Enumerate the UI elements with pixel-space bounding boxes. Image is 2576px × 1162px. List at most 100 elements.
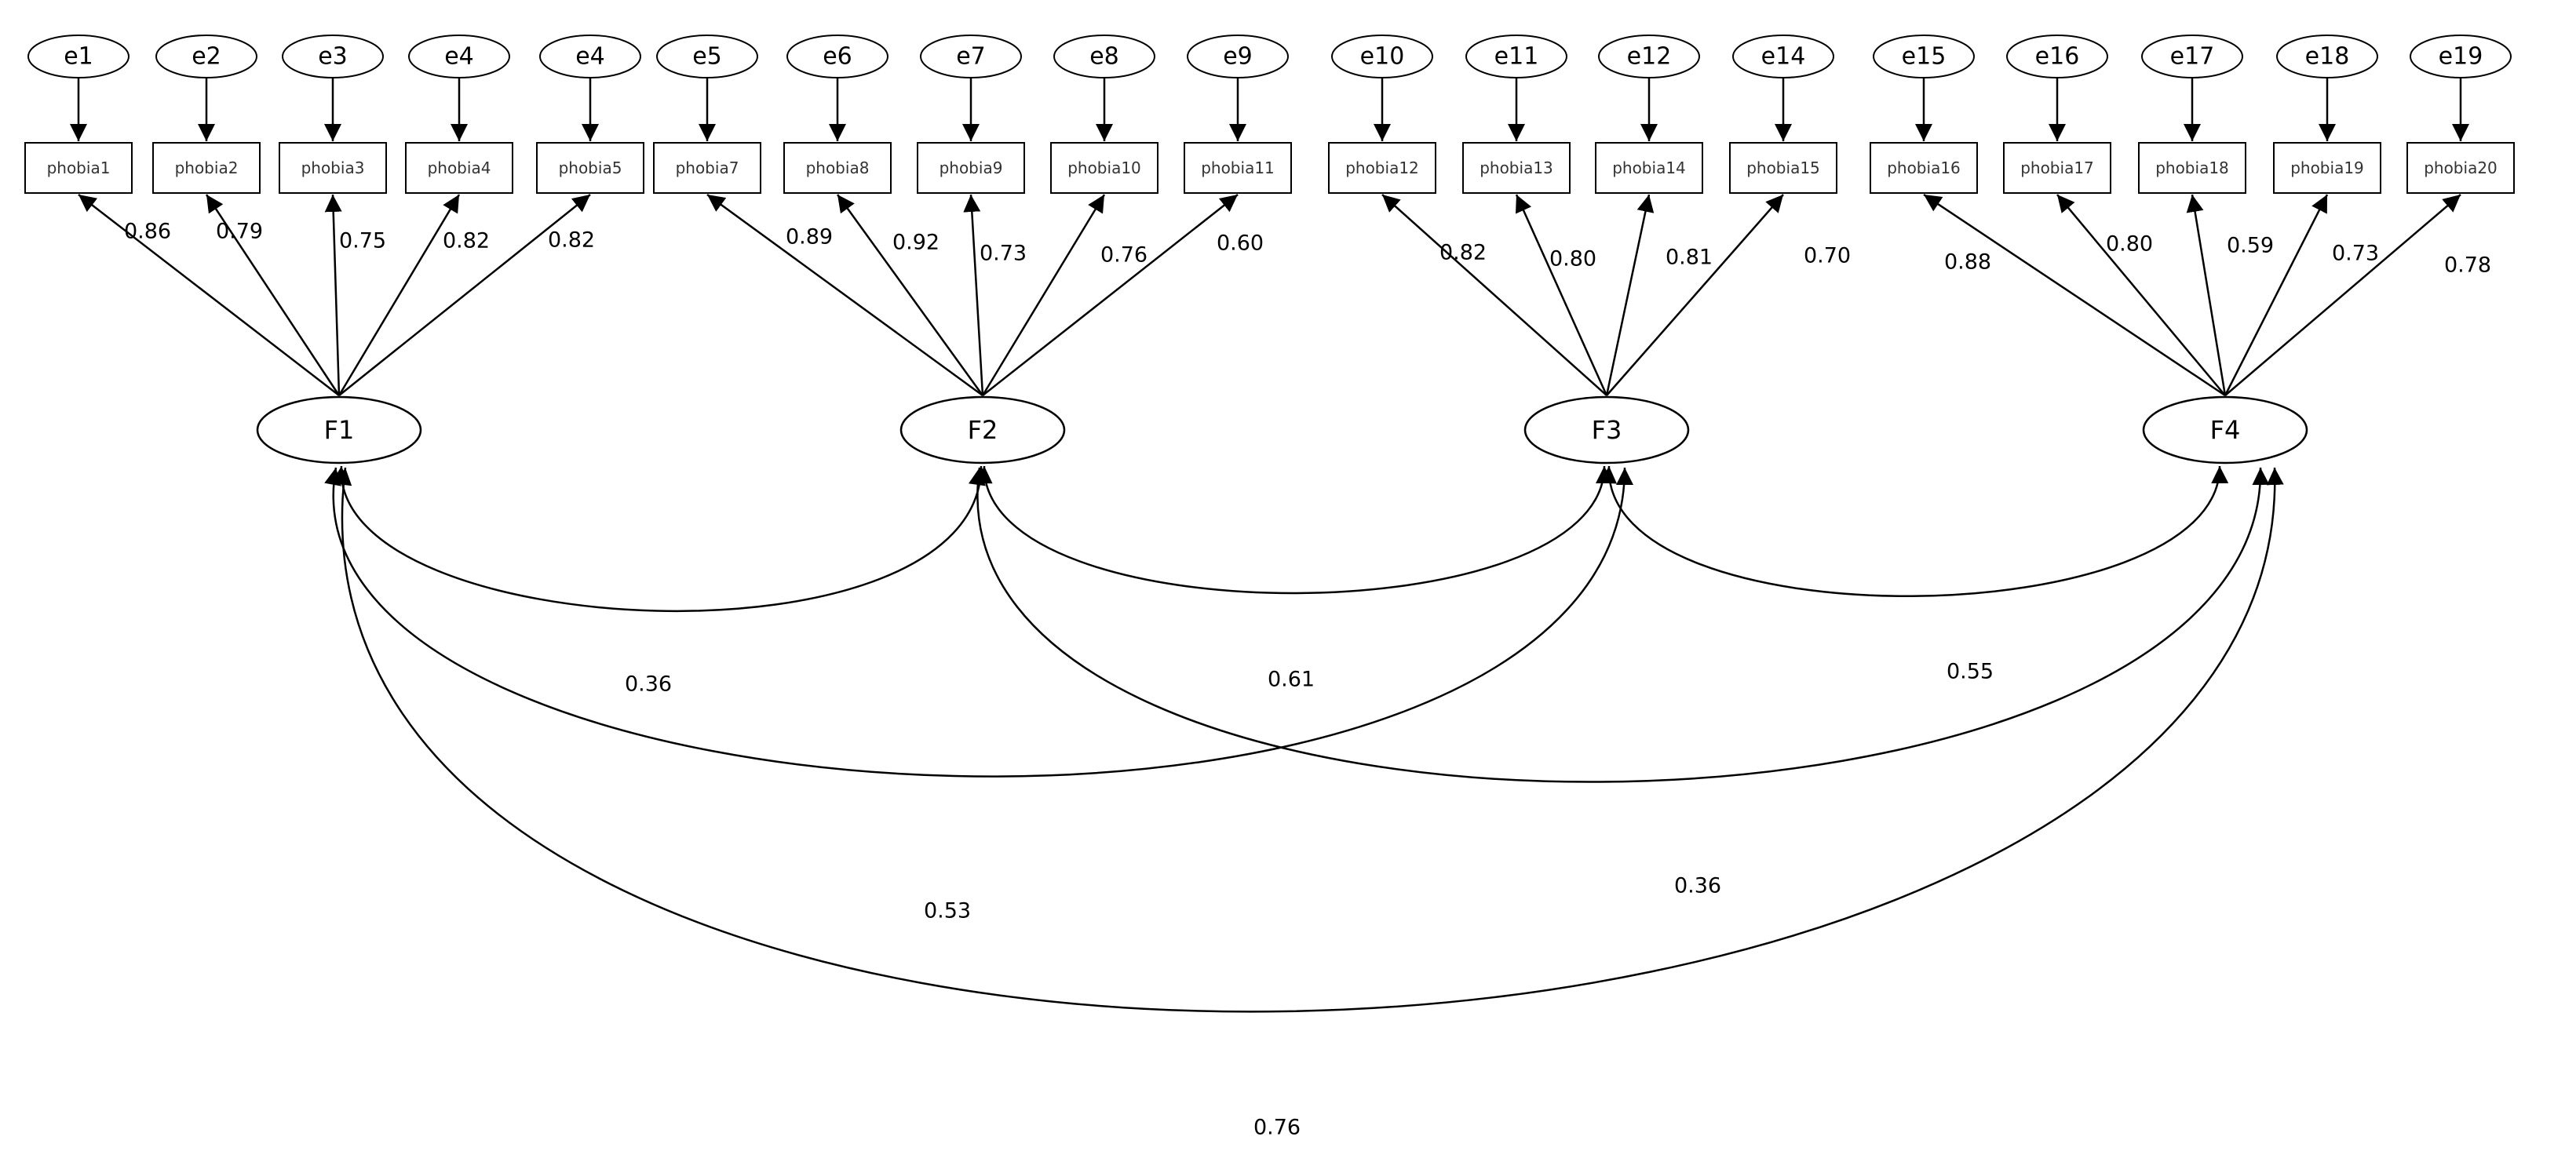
correlation-label: 0.76 (1253, 1116, 1301, 1140)
indicator-label: phobia12 (1345, 158, 1419, 177)
factor-ellipse (899, 395, 1066, 464)
factor-label: F3 (1592, 415, 1622, 445)
indicator-box (2138, 142, 2246, 194)
indicator-label: phobia3 (301, 158, 365, 177)
indicator-box (653, 142, 761, 194)
loading-label: 0.73 (2332, 242, 2379, 266)
loading-arrow (1606, 194, 1784, 396)
loading-label: 0.70 (1804, 244, 1851, 268)
error-term-ellipse (1053, 35, 1155, 78)
correlation-curve (324, 467, 1633, 778)
error-term-ellipse (27, 35, 130, 78)
indicator-box (1328, 142, 1436, 194)
correlation-curve (334, 467, 2284, 1013)
factor-label: F1 (324, 415, 355, 445)
indicator-box (2406, 142, 2515, 194)
error-term-label: e3 (318, 43, 348, 71)
indicator-box (1184, 142, 1292, 194)
indicator-box (1870, 142, 1978, 194)
loading-label: 0.81 (1666, 246, 1713, 270)
loading-arrow (963, 194, 984, 396)
loading-arrow (1381, 194, 1607, 396)
indicator-label: phobia18 (2155, 158, 2229, 177)
error-term-ellipse (2276, 35, 2378, 78)
error-term-label: e2 (192, 43, 221, 71)
loading-arrow (1605, 194, 1655, 396)
error-term-label: e4 (575, 43, 605, 71)
loading-label: 0.88 (1944, 250, 1991, 275)
error-term-ellipse (786, 35, 888, 78)
loading-arrow (2224, 194, 2329, 396)
error-term-label: e5 (692, 43, 722, 71)
error-term-label: e15 (1902, 43, 1947, 71)
loading-arrow (338, 194, 591, 396)
error-term-ellipse (656, 35, 758, 78)
loading-label: 0.82 (443, 229, 490, 253)
indicator-label: phobia20 (2424, 158, 2498, 177)
error-term-label: e16 (2035, 43, 2080, 71)
error-term-label: e7 (956, 43, 986, 71)
edges-layer (70, 78, 2469, 1013)
loading-label: 0.75 (339, 229, 386, 253)
correlation-curve (1600, 465, 2229, 597)
error-term-label: e19 (2439, 43, 2483, 71)
indicator-box (279, 142, 387, 194)
error-term-label: e4 (444, 43, 474, 71)
indicator-box (152, 142, 261, 194)
loading-label: 0.89 (786, 225, 833, 250)
error-term-ellipse (539, 35, 641, 78)
correlation-label: 0.36 (625, 672, 672, 697)
loading-label: 0.80 (2106, 232, 2153, 257)
correlation-label: 0.55 (1947, 660, 1994, 684)
factor-ellipse (2142, 395, 2308, 464)
error-term-ellipse (920, 35, 1022, 78)
indicator-box (1595, 142, 1703, 194)
error-term-ellipse (1331, 35, 1433, 78)
error-term-ellipse (1732, 35, 1834, 78)
correlation-curve (975, 465, 1613, 595)
indicator-box (536, 142, 644, 194)
error-term-label: e8 (1089, 43, 1119, 71)
loading-arrow (205, 194, 341, 396)
indicator-label: phobia9 (940, 158, 1003, 177)
error-term-label: e10 (1360, 43, 1405, 71)
indicator-label: phobia8 (806, 158, 870, 177)
indicator-label: phobia10 (1067, 158, 1141, 177)
loading-label: 0.82 (548, 228, 595, 253)
indicator-box (24, 142, 133, 194)
loading-arrow (2224, 194, 2461, 396)
loading-label: 0.80 (1549, 247, 1596, 271)
error-term-ellipse (282, 35, 384, 78)
error-term-label: e1 (64, 43, 93, 71)
indicator-box (1050, 142, 1158, 194)
loading-arrow (1923, 193, 2226, 397)
indicator-box (783, 142, 892, 194)
loading-label: 0.86 (124, 220, 171, 244)
error-term-ellipse (155, 35, 257, 78)
loading-label: 0.92 (892, 231, 940, 255)
loading-label: 0.59 (2227, 234, 2274, 258)
factor-label: F4 (2210, 415, 2241, 445)
indicator-label: phobia19 (2290, 158, 2364, 177)
error-term-ellipse (1187, 35, 1289, 78)
factor-label: F2 (968, 415, 998, 445)
loading-label: 0.78 (2444, 253, 2491, 278)
loading-label: 0.73 (980, 242, 1027, 266)
error-term-ellipse (2006, 35, 2108, 78)
error-term-label: e9 (1223, 43, 1253, 71)
loading-arrow (324, 194, 342, 396)
loading-label: 0.82 (1439, 241, 1487, 265)
error-term-ellipse (1598, 35, 1700, 78)
indicator-box (1462, 142, 1571, 194)
error-term-ellipse (2141, 35, 2243, 78)
correlation-label: 0.53 (924, 899, 971, 923)
indicator-label: phobia4 (428, 158, 491, 177)
indicator-label: phobia17 (2020, 158, 2094, 177)
correlation-label: 0.36 (1674, 874, 1721, 898)
loading-arrow (78, 194, 340, 396)
error-term-label: e6 (823, 43, 852, 71)
loading-arrow (2186, 194, 2227, 396)
correlation-curve (969, 467, 2270, 783)
error-term-ellipse (2410, 35, 2512, 78)
